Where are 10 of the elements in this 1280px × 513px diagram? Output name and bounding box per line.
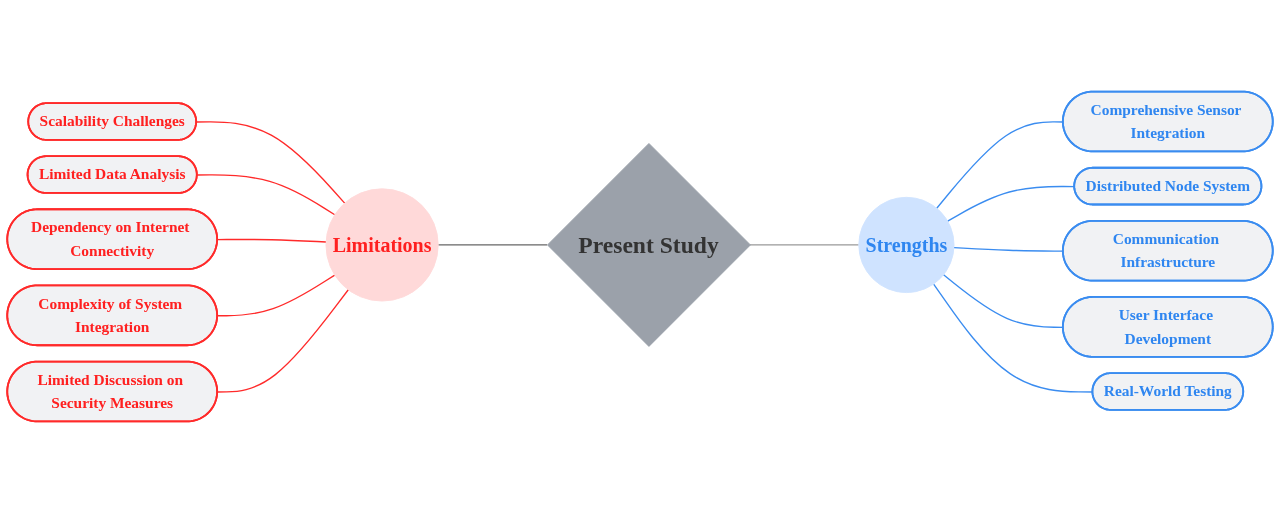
connector [749,244,860,246]
connector [216,274,336,317]
node-diamond: Present Study [547,143,751,347]
node-circle: Limitations [325,188,439,302]
connector [216,289,349,393]
connector [196,174,336,216]
node-circle: Strengths [858,196,955,294]
connector [216,238,327,243]
connector [437,244,548,246]
connector [195,121,346,204]
